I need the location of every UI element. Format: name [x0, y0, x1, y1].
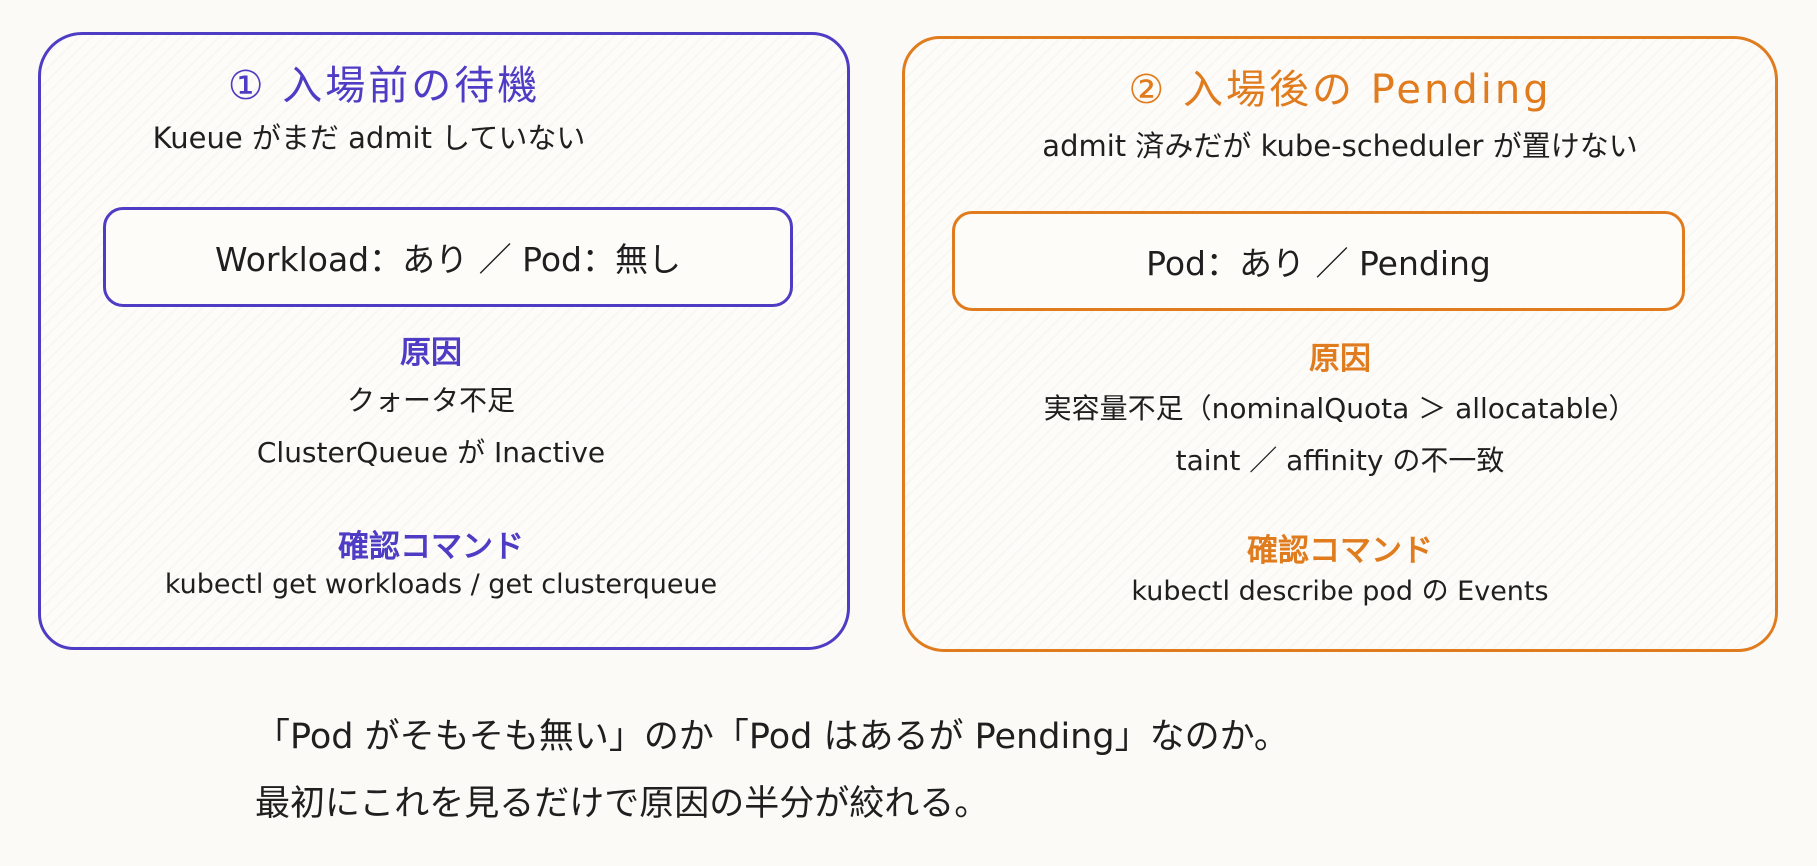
post-admission-command: kubectl describe pod の Events — [1131, 576, 1549, 607]
pre-admission-title: ① 入場前の待機 — [227, 63, 541, 109]
post-admission-cause-2: taint ／ affinity の不一致 — [1175, 444, 1505, 477]
post-admission-title: ② 入場後の Pending — [1128, 67, 1552, 113]
pre-admission-state-box: Workload：あり ／ Pod：無し — [103, 207, 793, 307]
pre-admission-cause-label: 原因 — [400, 335, 462, 371]
post-admission-panel: ② 入場後の Pending admit 済みだが kube-scheduler… — [902, 36, 1778, 652]
post-admission-subtitle: admit 済みだが kube-scheduler が置けない — [1042, 129, 1638, 163]
pre-admission-command-label: 確認コマンド — [338, 529, 524, 565]
pre-admission-command: kubectl get workloads / get clusterqueue — [164, 569, 718, 600]
footer-line-2: 最初にこれを見るだけで原因の半分が絞れる。 — [255, 784, 990, 824]
footer-line-1: 「Pod がそもそも無い」のか「Pod はあるが Pending」なのか。 — [255, 717, 1289, 757]
post-admission-command-label: 確認コマンド — [1247, 533, 1433, 569]
post-admission-cause-1: 実容量不足（nominalQuota ＞ allocatable） — [1043, 392, 1637, 425]
pre-admission-cause-2: ClusterQueue が Inactive — [256, 436, 606, 469]
pre-admission-cause-1: クォータ不足 — [346, 384, 515, 417]
pre-admission-subtitle: Kueue がまだ admit していない — [152, 121, 586, 155]
post-admission-cause-label: 原因 — [1309, 341, 1371, 377]
pre-admission-panel: ① 入場前の待機 Kueue がまだ admit していない Workload：… — [38, 32, 850, 650]
post-admission-state-box: Pod：あり ／ Pending — [952, 211, 1685, 311]
